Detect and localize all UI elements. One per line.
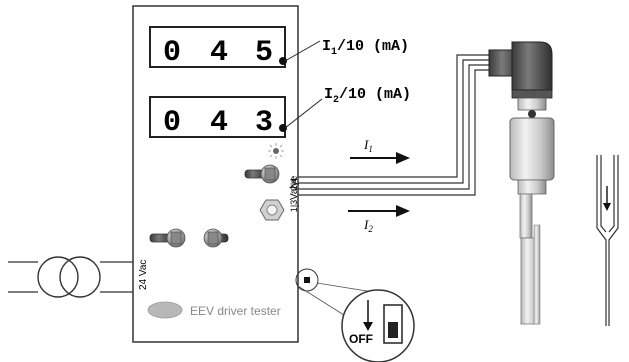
switch-state-label: OFF (349, 332, 373, 346)
pipe-section-icon (596, 155, 619, 326)
label-i1-title: I1/10 (mA) (322, 38, 409, 58)
display-i1-dot (279, 57, 287, 65)
valve-label: Valve (289, 175, 300, 200)
display-i2: 0 4 3 (149, 96, 287, 140)
svg-text:I2: I2 (363, 217, 373, 234)
display-i1-digit-1: 0 (163, 36, 181, 70)
brand-label: EEV driver tester (190, 304, 281, 318)
transformer-icon (8, 256, 133, 298)
display-i1: 0 4 5 (149, 26, 287, 70)
toggle-switch-right[interactable] (203, 228, 229, 248)
display-i2-dot (279, 124, 287, 132)
display-i2-digit-2: 4 (210, 106, 228, 140)
display-i2-digit-3: 3 (255, 106, 273, 140)
toggle-switch-left[interactable] (149, 228, 186, 248)
hex-nut-icon (259, 199, 285, 221)
power-switch-zoom: OFF (341, 289, 415, 362)
pins-bottom-label: 1|3 (289, 200, 299, 212)
led-indicator-icon (268, 143, 284, 159)
valve-wires (298, 54, 490, 196)
label-i2-title: I2/10 (mA) (324, 86, 411, 106)
display-i2-digit-1: 0 (163, 106, 181, 140)
current-arrow-i2: I2 (348, 205, 410, 234)
display-i1-digit-2: 4 (210, 36, 228, 70)
supply-label: 24 Vac (138, 260, 149, 290)
valve-toggle-switch[interactable] (244, 164, 280, 184)
current-arrow-i1: I1 (350, 137, 410, 164)
brand-oval (147, 301, 183, 319)
display-i1-digit-3: 5 (255, 36, 273, 70)
expansion-valve-icon (488, 41, 555, 325)
power-switch-marker (304, 277, 310, 283)
pins-top-label: 2|4 (289, 178, 299, 190)
svg-text:I1: I1 (363, 137, 373, 154)
